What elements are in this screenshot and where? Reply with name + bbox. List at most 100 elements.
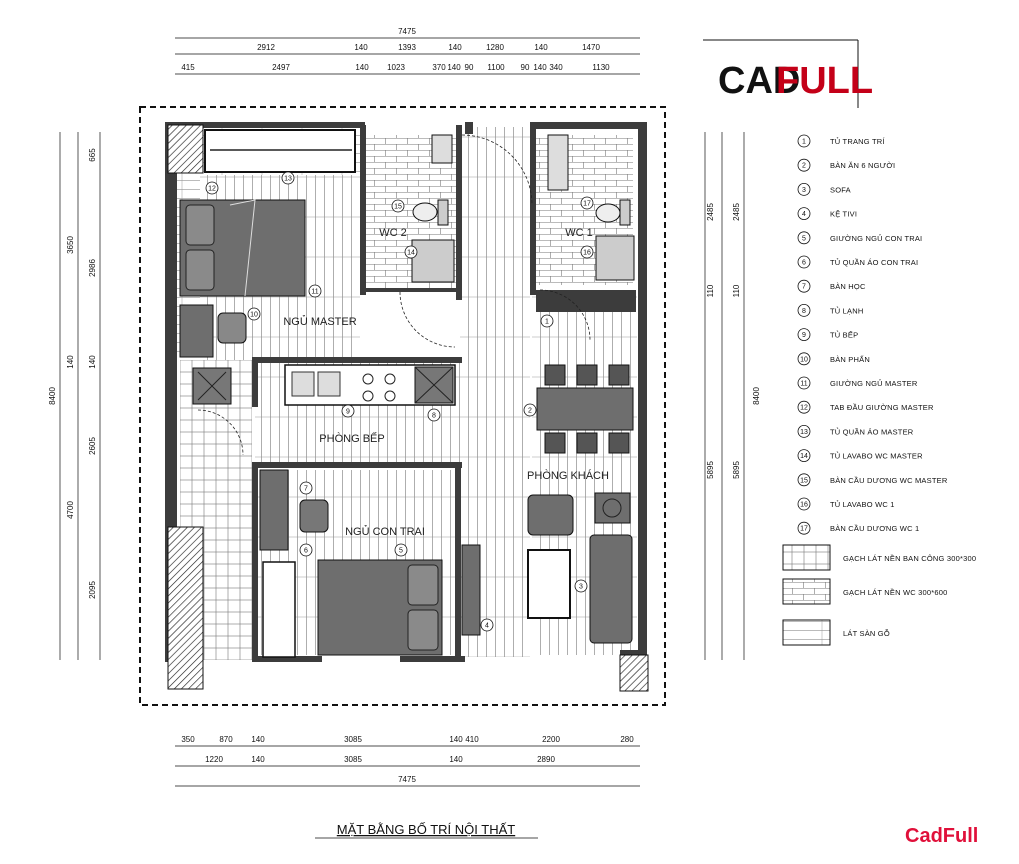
- dim-bottom-r1: 350: [181, 735, 195, 744]
- wc2-lavabo: [411, 239, 455, 283]
- legend-text: GIƯỜNG NGỦ CON TRAI: [830, 234, 922, 243]
- dim-bottom-r1: 2200: [542, 735, 560, 744]
- dim-right-mid: 2485: [706, 203, 715, 221]
- dim-left-mid: 140: [66, 355, 75, 369]
- plan-marker-number: 13: [284, 176, 292, 183]
- legend-marker: [797, 497, 811, 511]
- side-table: [594, 492, 631, 524]
- dim-right-mid: 5895: [706, 461, 715, 479]
- legend-marker: [797, 376, 811, 390]
- legend-marker: [797, 328, 811, 342]
- legend-marker: [797, 400, 811, 414]
- legend-marker: [797, 207, 811, 221]
- plan-marker-number: 8: [432, 413, 436, 420]
- legend-marker: [797, 158, 811, 172]
- legend-text: TỦ TRANG TRÍ: [830, 137, 885, 146]
- legend-text: TỦ QUẦN ÁO CON TRAI: [830, 257, 918, 267]
- dim-right-inner: 110: [732, 284, 741, 297]
- sofa: [589, 534, 633, 644]
- cooktop: [362, 373, 396, 402]
- plan-marker-number: 17: [583, 201, 591, 208]
- legend-text: TỦ LẠNH: [830, 306, 864, 315]
- door-swings: [197, 134, 591, 456]
- plan-marker-number: 7: [304, 486, 308, 493]
- dim-bottom-total: 7475: [398, 775, 416, 784]
- material-label: LÁT SÀN GỖ: [843, 629, 890, 638]
- legend-number: 3: [802, 187, 806, 194]
- dim-left-mid: 4700: [66, 501, 75, 519]
- plan-marker: [427, 408, 441, 422]
- site-boundary: [139, 106, 666, 706]
- dim-top-r2: 1100: [487, 63, 505, 72]
- dim-top-total: 7475: [398, 27, 416, 36]
- armchair: [527, 494, 574, 536]
- legend-text: BÀN PHẤN: [830, 354, 870, 364]
- room-label-son: NGỦ CON TRAI: [345, 525, 425, 538]
- legend-text: TỦ LAVABO WC MASTER: [830, 452, 923, 461]
- plan-marker: [299, 481, 313, 495]
- plan-marker-number: 2: [528, 408, 532, 415]
- study-chair: [299, 499, 329, 533]
- wc1-cabinet: [547, 134, 569, 191]
- legend-text: BÀN CẦU DƯƠNG WC MASTER: [830, 475, 948, 485]
- room-label-wc2: WC 2: [379, 227, 407, 239]
- plan-marker-number: 15: [394, 204, 402, 211]
- legend-text: TỦ BẾP: [830, 330, 858, 340]
- plan-marker: [281, 171, 295, 185]
- dim-top-r1: 1393: [398, 43, 416, 52]
- legend-marker: [797, 134, 811, 148]
- dim-top-r1: 1470: [582, 43, 600, 52]
- dim-right-inner: 5895: [732, 461, 741, 479]
- sink-2: [317, 371, 341, 397]
- brand-text: CadFull: [905, 825, 978, 847]
- dim-bottom-r1: 870: [219, 735, 233, 744]
- dim-top-r2: 140: [533, 63, 547, 72]
- plan-marker: [205, 181, 219, 195]
- legend-number: 2: [802, 163, 806, 170]
- room-label-wc1: WC 1: [565, 227, 593, 239]
- plan-marker: [341, 404, 355, 418]
- legend-text: BÀN HỌC: [830, 282, 866, 291]
- plan-marker-number: 12: [208, 186, 216, 193]
- wc2-cabinet: [431, 134, 453, 164]
- legend-number: 5: [802, 235, 806, 242]
- material-label: GẠCH LÁT NỀN WC 300*600: [843, 587, 948, 597]
- dim-right-outer: 8400: [752, 387, 761, 405]
- legend-marker: [797, 424, 811, 438]
- room-label-living: PHÒNG KHÁCH: [527, 469, 609, 482]
- dim-top-r1: 140: [534, 43, 548, 52]
- legend-text: TAB ĐẦU GIƯỜNG MASTER: [830, 402, 934, 412]
- material-label: GẠCH LÁT NỀN BAN CÔNG 300*300: [843, 553, 976, 563]
- dim-left-outer: 8400: [48, 387, 57, 405]
- legend-marker: [797, 303, 811, 317]
- dim-left-inner: 2986: [88, 259, 97, 277]
- legend-text: GIƯỜNG NGỦ MASTER: [830, 379, 918, 388]
- logo-cad-text: CAD: [718, 60, 800, 102]
- dim-left-mid: 3650: [66, 236, 75, 254]
- legend-number: 8: [802, 308, 806, 315]
- legend-text: BÀN CẦU DƯƠNG WC 1: [830, 523, 919, 533]
- dressing-stool: [217, 312, 247, 344]
- coffee-table: [527, 549, 571, 619]
- tv-shelf: [461, 544, 481, 636]
- legend-number: 16: [800, 502, 808, 509]
- master-wardrobe: [204, 129, 356, 173]
- legend-marker: [797, 231, 811, 245]
- legend-marker: [797, 473, 811, 487]
- legend-marker: [797, 521, 811, 535]
- dim-bottom-r1: 280: [620, 735, 634, 744]
- dim-top-r2: 90: [521, 63, 530, 72]
- legend-number: 4: [802, 211, 806, 218]
- plan-marker: [404, 245, 418, 259]
- legend-number: 6: [802, 260, 806, 267]
- plan-marker: [391, 199, 405, 213]
- legend-number: 15: [800, 477, 808, 484]
- material-swatch-grid: [782, 544, 831, 571]
- dim-left-inner: 2095: [88, 581, 97, 599]
- legend-number: 10: [800, 356, 808, 363]
- dim-bottom-r1: 410: [465, 735, 479, 744]
- plan-marker-number: 10: [250, 312, 258, 319]
- dim-bottom-r1: 3085: [344, 735, 362, 744]
- room-label-master: NGỦ MASTER: [283, 315, 356, 328]
